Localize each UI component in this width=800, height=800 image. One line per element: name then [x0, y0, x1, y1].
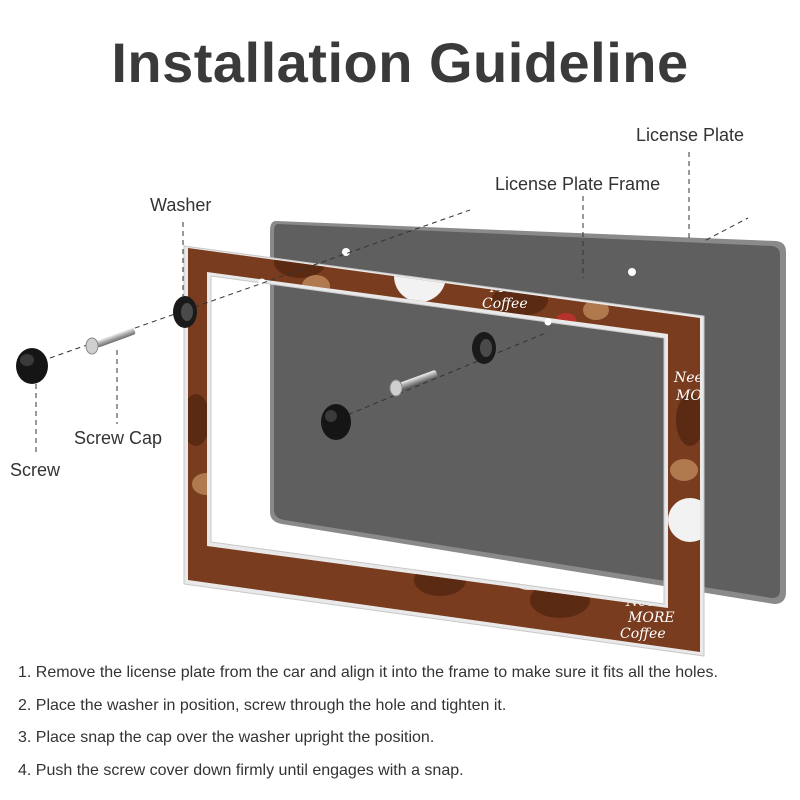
washer-right: [472, 332, 496, 364]
instruction-step: 1. Remove the license plate from the car…: [18, 664, 718, 681]
screw-cap-left: [16, 348, 48, 384]
coffee-bean: [188, 394, 210, 446]
label-washer: Washer: [150, 195, 211, 215]
frame-hole: [544, 318, 552, 326]
page-title: Installation Guideline: [111, 31, 689, 94]
plate-hole: [342, 248, 350, 256]
screw-right: [389, 370, 438, 397]
coffee-bean: [676, 394, 700, 446]
instruction-steps: 1. Remove the license plate from the car…: [18, 662, 788, 792]
screw-cap-right: [321, 404, 351, 440]
label-license-plate: License Plate: [636, 125, 744, 145]
washer-left: [173, 296, 197, 328]
coffee-bean: [414, 564, 466, 596]
pattern-text-coffee: Coffee: [620, 626, 666, 642]
label-license-plate-frame: License Plate Frame: [495, 174, 660, 194]
pattern-text-more: MORE: [627, 610, 675, 626]
coffee-cup: [668, 498, 700, 542]
pattern-text-need: Need: [673, 370, 712, 386]
instruction-step: 2. Place the washer in position, screw t…: [18, 696, 507, 714]
sloth-figure: [670, 459, 698, 481]
instruction-step: 4. Push the screw cover down firmly unti…: [18, 761, 464, 779]
alignment-line-lower: [339, 331, 549, 419]
label-screw: Screw: [10, 460, 61, 480]
alignment-line-plate: [705, 217, 749, 241]
frame-hole: [258, 278, 266, 286]
screw-left: [85, 327, 136, 355]
label-screw-cap: Screw Cap: [74, 428, 162, 448]
pattern-text-more: MORE: [675, 388, 723, 404]
plate-hole: [628, 268, 636, 276]
sloth-figure: [583, 300, 609, 320]
instruction-step: 3. Place snap the cap over the washer up…: [18, 729, 435, 746]
pattern-text-coffee: Coffee: [482, 296, 528, 312]
sloth-figure: [192, 473, 220, 495]
